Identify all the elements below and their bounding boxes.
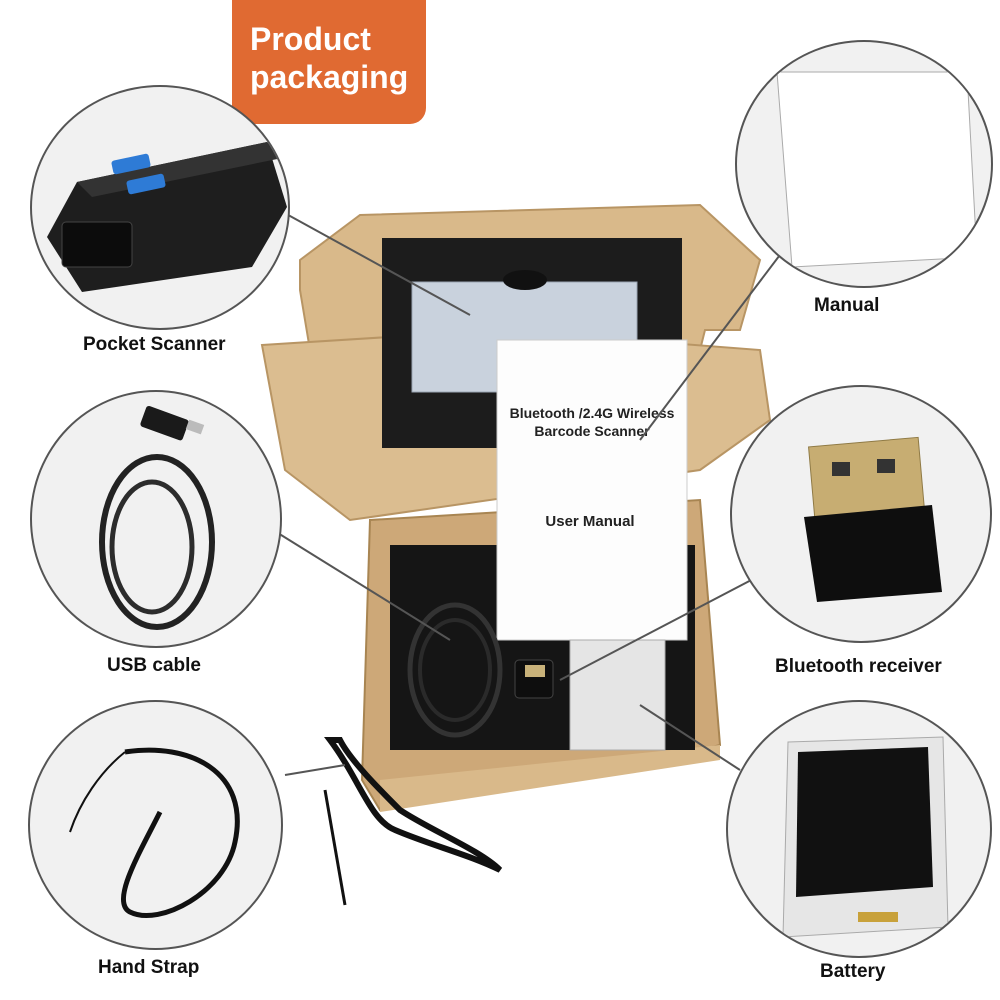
label-battery: Battery (820, 961, 886, 982)
manual-image (776, 71, 978, 268)
callout-manual (735, 40, 993, 288)
strap-tail (323, 789, 347, 906)
label-manual: Manual (814, 295, 880, 316)
manual-sheet (496, 339, 688, 641)
line-strap (284, 764, 346, 776)
manual-title-1: Bluetooth /2.4G Wireless (510, 405, 675, 421)
line-scanner (269, 204, 471, 316)
line-manual (639, 234, 796, 441)
cable-coil (407, 602, 503, 738)
hand-strap-image (69, 747, 240, 918)
callout-bluetooth-receiver (730, 385, 992, 643)
callout-pocket-scanner (30, 85, 290, 330)
callout-hand-strap (28, 700, 283, 950)
label-usb-cable: USB cable (107, 655, 201, 676)
line-battery (639, 704, 741, 771)
dongle-contacts (525, 665, 545, 677)
box-front (380, 745, 720, 812)
bluetooth-receiver-image (804, 436, 942, 602)
product-packaging-badge: Product packaging (232, 0, 426, 124)
manual-title-2: Barcode Scanner (534, 423, 650, 439)
pocket-scanner-image (47, 142, 287, 292)
battery-pack (569, 639, 666, 751)
usb-cable-image (99, 405, 215, 630)
label-bluetooth-receiver: Bluetooth receiver (775, 656, 942, 677)
foam-notch (503, 270, 547, 290)
cable-coil-inner (418, 618, 492, 722)
badge-line-1: Product (250, 21, 371, 57)
callout-battery (726, 700, 992, 958)
strap-loop (324, 737, 503, 873)
battery-image (782, 736, 949, 938)
manual-subtitle: User Manual (545, 513, 634, 530)
badge-line-2: packaging (250, 59, 409, 95)
label-pocket-scanner: Pocket Scanner (83, 334, 226, 355)
label-hand-strap: Hand Strap (98, 957, 200, 978)
callout-usb-cable (30, 390, 282, 648)
line-cable (264, 524, 451, 641)
line-receiver (559, 564, 781, 681)
